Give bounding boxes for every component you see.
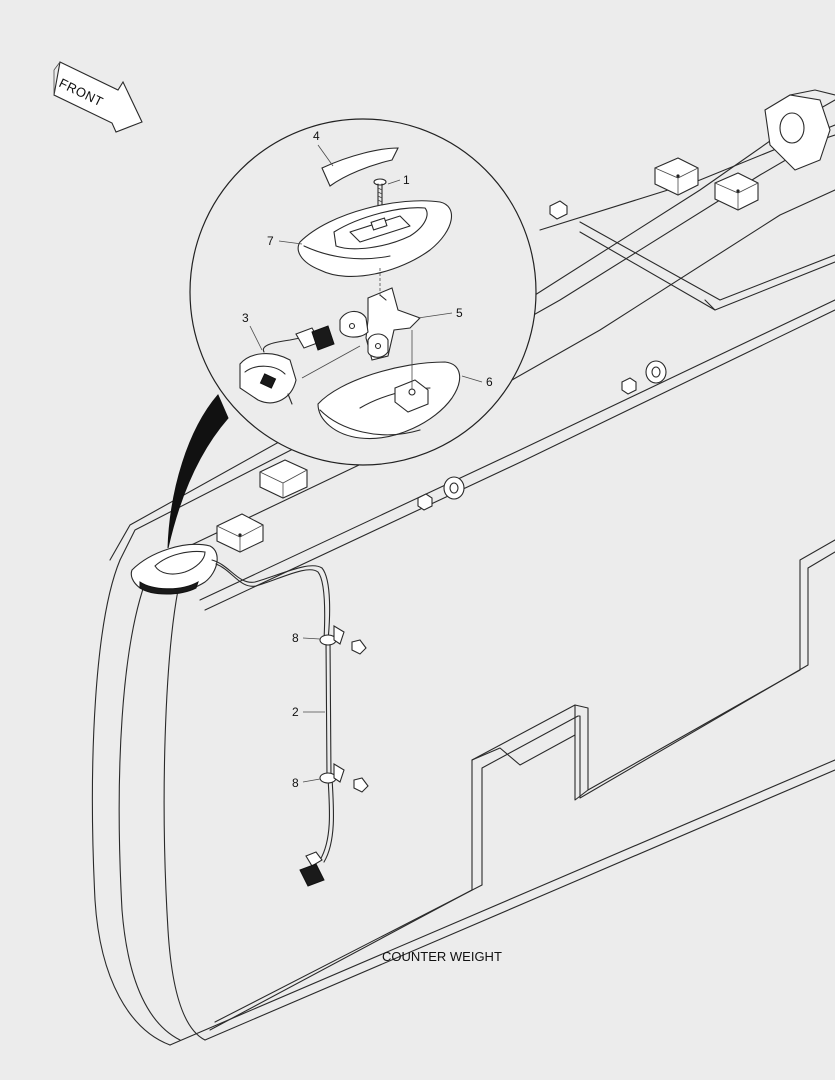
counter-weight-caption: COUNTER WEIGHT [382,949,502,964]
detail-pointer-arrow [167,394,229,549]
counterweight-body [91,89,835,1046]
part-7-cover [297,200,453,277]
callout-1: 1 [403,173,410,187]
callouts: 4 1 7 5 3 6 8 2 8 [242,129,493,790]
part-2-harness [211,559,369,887]
callout-5: 5 [456,306,463,320]
callout-7: 7 [267,234,274,248]
part-4-label-plate [321,147,399,187]
callout-2: 2 [292,705,299,719]
callout-4: 4 [313,129,320,143]
part-6-base [317,361,461,440]
callout-8-upper: 8 [292,631,299,645]
part-5-bracket [339,287,421,361]
part-3-camera [239,325,335,405]
mounted-camera-assembly [130,543,218,595]
callout-3: 3 [242,311,249,325]
front-direction-arrow: FRONT [53,61,143,133]
assembly-guide-lines [301,268,413,390]
callout-6: 6 [486,375,493,389]
callout-8-lower: 8 [292,776,299,790]
